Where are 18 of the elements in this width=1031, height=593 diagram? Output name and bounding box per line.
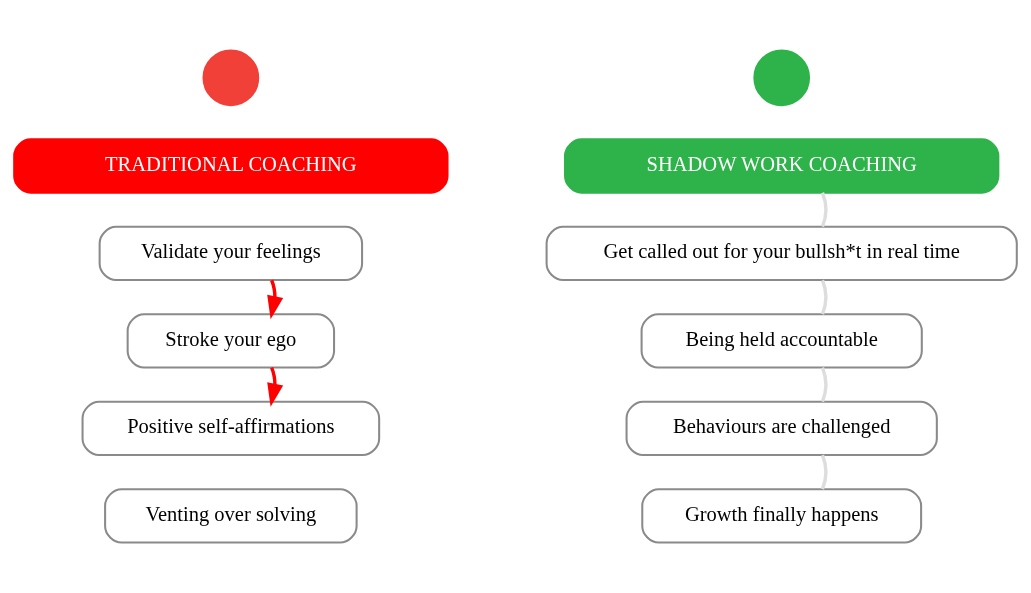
node-circle [753,49,811,107]
node-box: TRADITIONAL COACHING [13,138,449,194]
connector [820,367,828,403]
node-circle [202,49,260,107]
node-box: Stroke your ego [126,313,336,369]
connector [820,454,828,490]
connector [820,279,828,315]
arrow [267,279,284,320]
connector [820,192,828,228]
node-box: Being held accountable [640,313,923,369]
node-box: Venting over solving [104,488,358,544]
arrow [267,367,284,407]
node-box: Growth finally happens [641,488,923,544]
node-box: SHADOW WORK COACHING [564,138,1000,194]
node-box: Positive self-affirmations [81,400,381,457]
node-box: Validate your feelings [98,225,364,282]
node-box: Get called out for your bullsh*t in real time [545,225,1018,282]
node-box: Behaviours are challenged [625,400,938,457]
